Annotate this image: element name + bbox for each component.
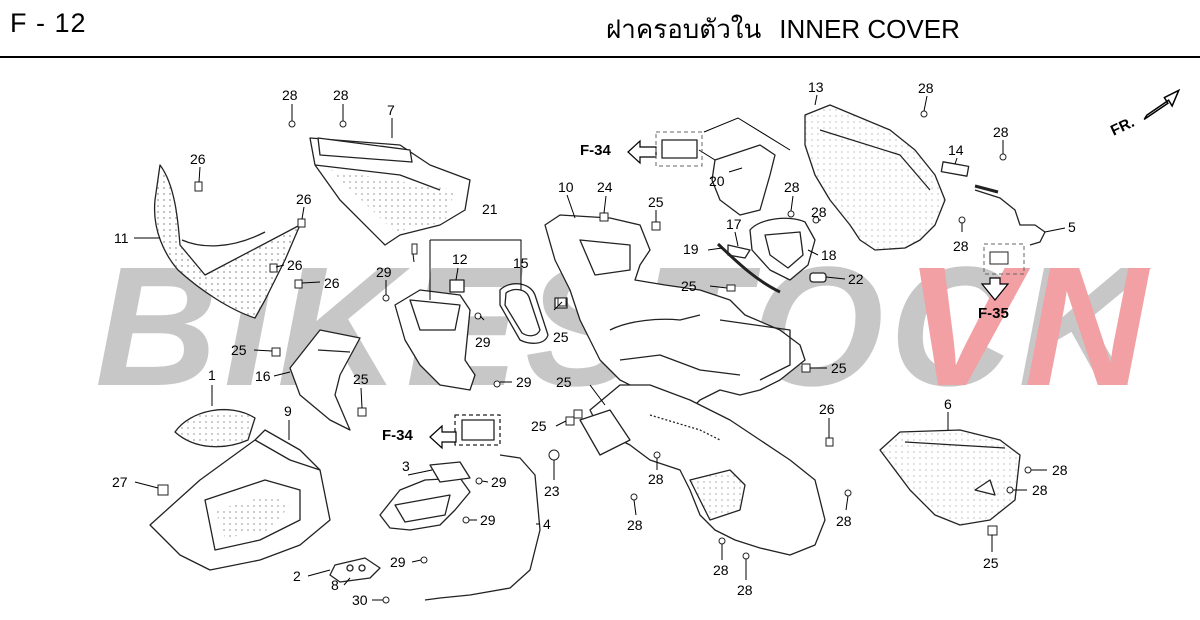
callout-label: 15 — [513, 255, 529, 271]
front-direction-indicator: FR. — [1108, 88, 1181, 140]
callout-label: 28 — [993, 124, 1009, 140]
callout-label: 7 — [387, 102, 395, 118]
callout-label: 24 — [597, 179, 613, 195]
callout-label: 26 — [819, 401, 835, 417]
callout-label: 25 — [831, 360, 847, 376]
callout-label: 9 — [284, 403, 292, 419]
callout-label: 28 — [1032, 482, 1048, 498]
callout-label: 25 — [531, 418, 547, 434]
callout-label: 25 — [681, 278, 697, 294]
part-12-15-assembly — [394, 279, 549, 391]
reference-label: F-35 — [978, 305, 1009, 322]
leader-lines — [134, 94, 1066, 601]
title-thai: ฝาครอบตัวใน — [606, 14, 762, 44]
callout-label: 28 — [737, 582, 753, 598]
callout-label: 29 — [475, 334, 491, 350]
callout-label: 21 — [482, 201, 498, 217]
callout-label: 28 — [713, 562, 729, 578]
front-direction-arrow — [1143, 88, 1181, 121]
callout-label: 22 — [848, 271, 864, 287]
part-6-drawing — [879, 429, 1021, 526]
callout-label: 29 — [516, 374, 532, 390]
reference-f34-bottom[interactable]: F-34 — [382, 424, 457, 450]
page-title: ฝาครอบตัวใน INNER COVER — [606, 9, 978, 50]
part-22-drawing — [809, 272, 827, 283]
part-14-drawing — [940, 161, 970, 177]
callout-label: 26 — [296, 191, 312, 207]
callout-label: 29 — [390, 554, 406, 570]
callout-label: 25 — [553, 329, 569, 345]
front-direction-label: FR. — [1108, 114, 1137, 140]
callout-label: 14 — [948, 142, 964, 158]
callout-label: 17 — [726, 216, 742, 232]
part-1-drawing — [174, 409, 256, 448]
part-2-drawing — [329, 557, 381, 583]
callout-label: 20 — [709, 173, 725, 189]
part-16-drawing — [289, 329, 361, 431]
callout-label: 27 — [112, 474, 128, 490]
reference-label: F-34 — [382, 427, 414, 444]
callout-label: 23 — [544, 483, 560, 499]
part-13-drawing — [804, 104, 946, 251]
part-5-drawing — [974, 184, 1046, 246]
callout-label: 28 — [648, 471, 664, 487]
callout-label: 10 — [558, 179, 574, 195]
callout-label: 8 — [331, 577, 339, 593]
callout-label: 13 — [808, 79, 824, 95]
callout-label: 28 — [918, 80, 934, 96]
title-english: INNER COVER — [779, 14, 960, 44]
callout-label: 28 — [836, 513, 852, 529]
callout-label: 2 — [293, 568, 301, 584]
callout-label: 25 — [231, 342, 247, 358]
part-9-drawing — [149, 429, 331, 571]
part-7-drawing — [309, 137, 471, 246]
callout-label: 26 — [190, 151, 206, 167]
callout-label: 29 — [491, 474, 507, 490]
callout-label: 19 — [683, 241, 699, 257]
callout-label: 6 — [944, 396, 952, 412]
callout-label: 3 — [402, 458, 410, 474]
part-18-drawing — [749, 217, 816, 281]
callout-label: 29 — [376, 264, 392, 280]
callout-label: 5 — [1068, 219, 1076, 235]
callout-label: 28 — [784, 179, 800, 195]
callout-label: 18 — [821, 247, 837, 263]
part-11-drawing — [153, 164, 301, 319]
callout-label: 28 — [282, 87, 298, 103]
callout-label: 26 — [324, 275, 340, 291]
callout-label: 25 — [353, 371, 369, 387]
part-19-drawing — [716, 242, 781, 294]
parts-diagram: BIKESTOCK VN — [95, 79, 1181, 608]
callout-labels: 28 28 7 26 26 11 26 26 25 29 12 15 21 29… — [112, 79, 1076, 608]
callout-label: 25 — [648, 194, 664, 210]
callout-label: 4 — [543, 516, 551, 532]
callout-label: 11 — [114, 230, 129, 246]
reference-f35[interactable]: F-35 — [978, 243, 1025, 322]
callout-label: 29 — [480, 512, 496, 528]
callout-label: 28 — [811, 204, 827, 220]
callout-label: 26 — [287, 257, 303, 273]
callout-label: 30 — [352, 592, 368, 608]
fasteners — [157, 110, 1032, 604]
center-lower-panel — [579, 384, 826, 556]
reference-label: F-34 — [580, 142, 612, 159]
page-header: F - 12 ฝาครอบตัวใน INNER COVER — [0, 0, 1200, 58]
part-3-drawing — [379, 414, 501, 531]
watermark-text-red: VN — [905, 232, 1153, 422]
callout-label: 25 — [556, 374, 572, 390]
page-code: F - 12 — [10, 8, 87, 38]
callout-label: 25 — [983, 555, 999, 571]
reference-f34-top[interactable]: F-34 — [580, 131, 703, 167]
part-10-drawing — [544, 214, 806, 411]
callout-label: 1 — [208, 367, 216, 383]
callout-label: 28 — [627, 517, 643, 533]
callout-label: 28 — [953, 238, 969, 254]
part-4-drawing — [424, 454, 541, 601]
callout-label: 12 — [452, 251, 468, 267]
callout-label: 28 — [333, 87, 349, 103]
part-20-drawing — [661, 139, 776, 216]
callout-label: 16 — [255, 368, 271, 384]
callout-label: 28 — [1052, 462, 1068, 478]
